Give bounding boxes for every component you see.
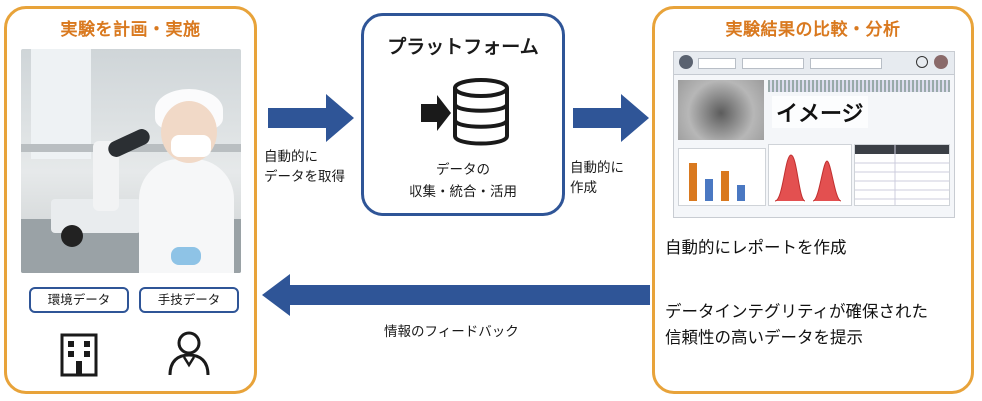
lab-photo [21, 49, 241, 273]
person-icon [168, 331, 210, 376]
platform-box: プラットフォーム データの 収集・統合・活用 [361, 13, 565, 216]
analysis-panel-title: 実験結果の比較・分析 [725, 20, 901, 40]
platform-title: プラットフォーム [387, 36, 539, 58]
histogram-thumbnail [768, 144, 852, 206]
analysis-panel: 実験結果の比較・分析 [652, 6, 974, 394]
integrity-text-line2: 信頼性の高いデータを提示 [665, 328, 863, 347]
arrow-right-icon [268, 94, 354, 142]
integrity-text-line1: データインテグリティが確保された [665, 302, 929, 321]
data-table-thumbnail [854, 144, 950, 206]
database-icon [421, 78, 509, 146]
auto-create-label-line2: 作成 [570, 180, 597, 196]
auto-create-label-line1: 自動的に [570, 160, 624, 176]
arrow-left-icon [262, 274, 650, 316]
auto-create-label: 自動的に 作成 [570, 158, 624, 198]
platform-desc-line1: データの [436, 162, 490, 178]
search-icon [916, 56, 928, 68]
platform-desc-line2: 収集・統合・活用 [409, 184, 517, 200]
auto-acquire-label-line2: データを取得 [264, 169, 345, 185]
bar-chart-thumbnail [678, 148, 766, 206]
environment-data-tag: 環境データ [29, 287, 129, 313]
experiment-panel-title: 実験を計画・実施 [60, 20, 201, 40]
auto-acquire-label-line1: 自動的に [264, 149, 318, 165]
image-label: イメージ [772, 96, 868, 128]
technique-data-tag: 手技データ [139, 287, 239, 313]
auto-acquire-label: 自動的に データを取得 [264, 147, 345, 187]
experiment-panel: 実験を計画・実施 環境データ 手技データ [4, 6, 257, 394]
report-screenshot: イメージ [673, 51, 955, 218]
arrow-right-icon [573, 94, 649, 142]
auto-report-text: 自動的にレポートを作成 [665, 238, 847, 257]
feedback-label: 情報のフィードバック [384, 324, 519, 340]
building-icon [60, 333, 98, 377]
